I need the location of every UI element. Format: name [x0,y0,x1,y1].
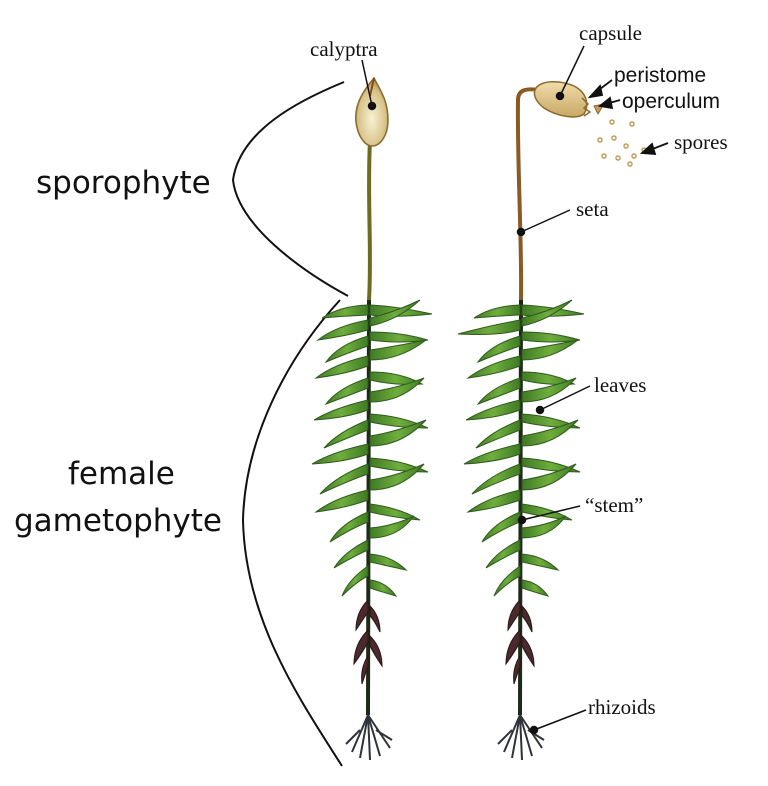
seta-label: seta [576,197,609,221]
left-leaves [311,299,433,597]
female-label: female [68,456,175,492]
operculum-label: operculum [622,90,720,113]
peristome-label: peristome [614,64,706,87]
right-rhizoids [497,714,545,761]
calyptra-shape [355,76,389,147]
sporophyte-label: sporophyte [36,165,211,201]
leaves-label: leaves [594,373,646,397]
spores-label: spores [674,130,728,154]
calyptra-label: calyptra [310,37,378,61]
left-moss-plant [311,76,433,761]
stem-label: “stem” [585,493,643,517]
left-stem [366,299,372,716]
arrow-lines [587,79,669,155]
leader-lines [361,45,591,735]
left-rhizoids [345,714,393,761]
right-moss-plant [457,81,647,761]
sporophyte-bracket [231,81,349,297]
capsule-label: capsule [579,21,642,45]
right-scale-leaves [505,598,535,685]
right-stem [518,299,524,716]
gametophyte-label: gametophyte [14,503,222,539]
rhizoids-label: rhizoids [588,695,656,719]
left-seta [367,139,372,301]
spore-dots [597,119,647,167]
right-leaves [457,299,585,597]
gametophyte-bracket [241,299,343,767]
right-seta [515,87,539,301]
peristome-shape [581,97,592,117]
left-scale-leaves [353,598,383,685]
